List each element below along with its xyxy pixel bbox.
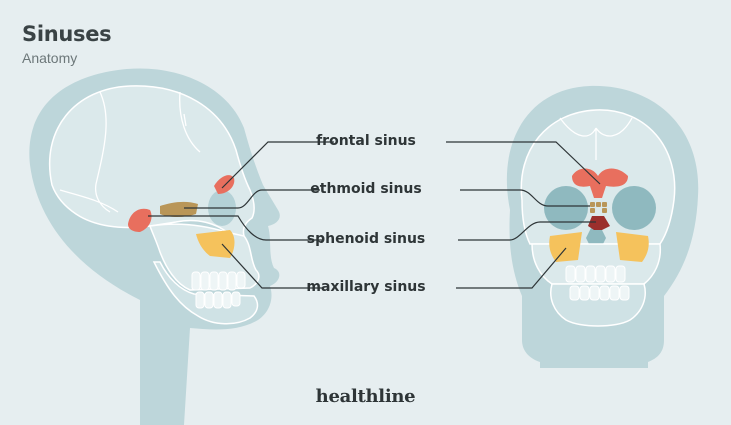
label-maxillary-sinus: maxillary sinus [306,279,426,295]
front-nasal-cavity [586,218,606,250]
sphenoid-leader-left [148,215,322,241]
side-view-head [29,68,280,425]
side-frontal-sinus [214,175,235,194]
leader-lines [148,141,601,289]
front-view-head [506,85,699,368]
page-title: Sinuses [22,22,112,46]
side-skull [48,85,255,237]
side-teeth [191,271,246,309]
frontal-leader-right [446,141,601,185]
side-mandible [152,261,259,325]
side-skull-suture [59,91,201,213]
front-eye-socket-right [612,186,656,230]
side-ethmoid-sinus [160,201,198,217]
front-eye-socket-left [544,186,588,230]
label-ethmoid-sinus: ethmoid sinus [310,181,422,197]
front-sphenoid-sinus [588,216,610,230]
frontal-leader-left [221,141,334,189]
label-frontal-sinus: frontal sinus [316,133,416,149]
ethmoid-leader-right [460,189,590,207]
page-subtitle: Anatomy [22,50,78,66]
maxillary-leader-left [221,243,322,289]
front-ethmoid-sinus [590,202,607,213]
side-sphenoid-sinus [128,208,152,232]
front-teeth [565,265,630,301]
front-maxillary-sinus-right [616,232,649,262]
ethmoid-leader-left [184,189,320,209]
side-maxillary-sinus [196,230,235,258]
sphenoid-leader-right [458,221,596,241]
label-sphenoid-sinus: sphenoid sinus [306,231,426,247]
front-maxillary-sinus-left [549,232,582,262]
front-skull-suture [559,117,633,160]
maxillary-leader-right [456,247,567,289]
brand-logo: healthline [315,386,416,407]
